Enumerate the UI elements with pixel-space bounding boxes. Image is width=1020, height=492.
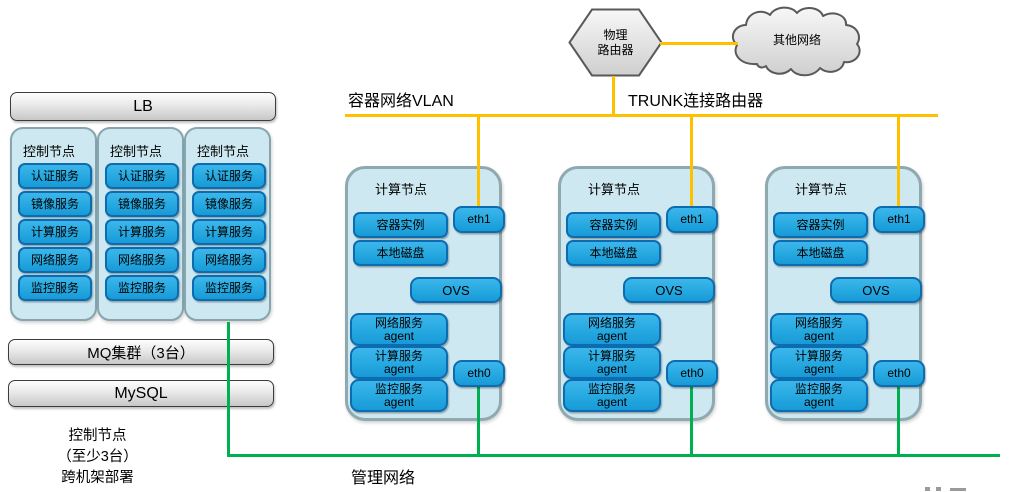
eth1-box-1: eth1 — [453, 206, 505, 233]
container-instance-box-3: 容器实例 — [773, 212, 868, 238]
mq-cluster-label: MQ集群（3台） — [87, 344, 195, 362]
agent-label-line1: 计算服务 — [587, 348, 636, 363]
mysql-label: MySQL — [114, 384, 168, 402]
agent-label-line2: agent — [383, 361, 415, 376]
eth1-box-2: eth1 — [666, 206, 718, 233]
compute-node-title-1: 计算节点 — [375, 182, 428, 197]
agent-label-line1: 监控服务 — [587, 381, 636, 396]
monitor-agent-box-3: 监控服务 agent — [770, 379, 868, 412]
physical-router-hexagon — [568, 8, 663, 77]
local-disk-box-3: 本地磁盘 — [773, 240, 868, 266]
compute-agent-box-1: 计算服务 agent — [350, 346, 448, 379]
ovs-box-2: OVS — [623, 277, 715, 303]
control-mgmt-link-line — [227, 322, 230, 457]
image-service-box-1: 镜像服务 — [18, 191, 92, 217]
container-instance-box-1: 容器实例 — [353, 212, 448, 238]
router-label-line1: 物理 — [603, 27, 628, 42]
network-service-box-3: 网络服务 — [192, 247, 266, 273]
eth0-box-3: eth0 — [873, 360, 925, 387]
control-node-note: 控制节点 （至少3台） 跨机架部署 — [15, 426, 180, 489]
agent-label-line1: 监控服务 — [374, 381, 423, 396]
trunk-router-label: TRUNK连接路由器 — [628, 93, 764, 110]
compute-service-box-3: 计算服务 — [192, 219, 266, 245]
router-label-line2: 路由器 — [597, 42, 634, 57]
monitor-agent-box-1: 监控服务 agent — [350, 379, 448, 412]
compute-service-box-1: 计算服务 — [18, 219, 92, 245]
image-service-box-2: 镜像服务 — [105, 191, 179, 217]
lb-box: LB — [10, 92, 276, 121]
eth1-uplink-line-2 — [690, 116, 693, 207]
eth0-downlink-line-3 — [897, 387, 900, 455]
cropped-text-fragment — [950, 488, 966, 491]
eth0-downlink-line-1 — [477, 387, 480, 455]
control-node-title-3: 控制节点 — [197, 144, 250, 159]
lb-label: LB — [133, 97, 153, 115]
compute-service-box-2: 计算服务 — [105, 219, 179, 245]
router-trunk-line — [612, 76, 615, 116]
local-disk-box-1: 本地磁盘 — [353, 240, 448, 266]
eth1-uplink-line-3 — [897, 116, 900, 207]
compute-node-title-2: 计算节点 — [588, 182, 641, 197]
cloud-label-text: 其他网络 — [772, 32, 821, 47]
auth-service-box-2: 认证服务 — [105, 163, 179, 189]
agent-label-line2: agent — [803, 394, 835, 409]
agent-label-line1: 网络服务 — [587, 315, 636, 330]
agent-label-line2: agent — [596, 328, 628, 343]
ovs-box-3: OVS — [830, 277, 922, 303]
router-cloud-link-line — [660, 42, 738, 45]
vlan-bus-line — [345, 114, 938, 117]
vlan-network-label: 容器网络VLAN — [348, 93, 454, 110]
mgmt-bus-line — [227, 454, 1000, 457]
compute-agent-box-3: 计算服务 agent — [770, 346, 868, 379]
note-line-2: （至少3台） — [57, 449, 138, 465]
agent-label-line1: 计算服务 — [794, 348, 843, 363]
physical-router-label: 物理 路由器 — [568, 8, 663, 77]
agent-label-line1: 网络服务 — [374, 315, 423, 330]
network-service-box-1: 网络服务 — [18, 247, 92, 273]
control-node-title-2: 控制节点 — [110, 144, 163, 159]
eth0-box-2: eth0 — [666, 360, 718, 387]
monitor-service-box-2: 监控服务 — [105, 275, 179, 301]
cropped-text-fragment — [936, 487, 941, 491]
auth-service-box-3: 认证服务 — [192, 163, 266, 189]
eth1-uplink-line-1 — [477, 116, 480, 207]
cropped-text-fragment — [925, 487, 930, 491]
other-network-cloud — [731, 6, 861, 77]
agent-label-line2: agent — [383, 394, 415, 409]
mq-cluster-box: MQ集群（3台） — [8, 339, 274, 365]
network-agent-box-3: 网络服务 agent — [770, 313, 868, 346]
agent-label-line1: 计算服务 — [374, 348, 423, 363]
compute-agent-box-2: 计算服务 agent — [563, 346, 661, 379]
network-agent-box-2: 网络服务 agent — [563, 313, 661, 346]
network-service-box-2: 网络服务 — [105, 247, 179, 273]
agent-label-line2: agent — [383, 328, 415, 343]
network-agent-box-1: 网络服务 agent — [350, 313, 448, 346]
eth0-downlink-line-2 — [690, 387, 693, 455]
other-network-label: 其他网络 — [727, 4, 867, 76]
monitor-service-box-3: 监控服务 — [192, 275, 266, 301]
control-node-title-1: 控制节点 — [23, 144, 76, 159]
ovs-box-1: OVS — [410, 277, 502, 303]
monitor-service-box-1: 监控服务 — [18, 275, 92, 301]
agent-label-line2: agent — [596, 394, 628, 409]
container-instance-box-2: 容器实例 — [566, 212, 661, 238]
local-disk-box-2: 本地磁盘 — [566, 240, 661, 266]
agent-label-line1: 网络服务 — [794, 315, 843, 330]
image-service-box-3: 镜像服务 — [192, 191, 266, 217]
agent-label-line2: agent — [596, 361, 628, 376]
note-line-3: 跨机架部署 — [61, 470, 134, 486]
agent-label-line1: 监控服务 — [794, 381, 843, 396]
eth1-box-3: eth1 — [873, 206, 925, 233]
mysql-box: MySQL — [8, 380, 274, 407]
auth-service-box-1: 认证服务 — [18, 163, 92, 189]
management-network-label: 管理网络 — [351, 470, 416, 487]
eth0-box-1: eth0 — [453, 360, 505, 387]
note-line-1: 控制节点 — [68, 428, 127, 444]
agent-label-line2: agent — [803, 361, 835, 376]
compute-node-title-3: 计算节点 — [795, 182, 848, 197]
agent-label-line2: agent — [803, 328, 835, 343]
monitor-agent-box-2: 监控服务 agent — [563, 379, 661, 412]
